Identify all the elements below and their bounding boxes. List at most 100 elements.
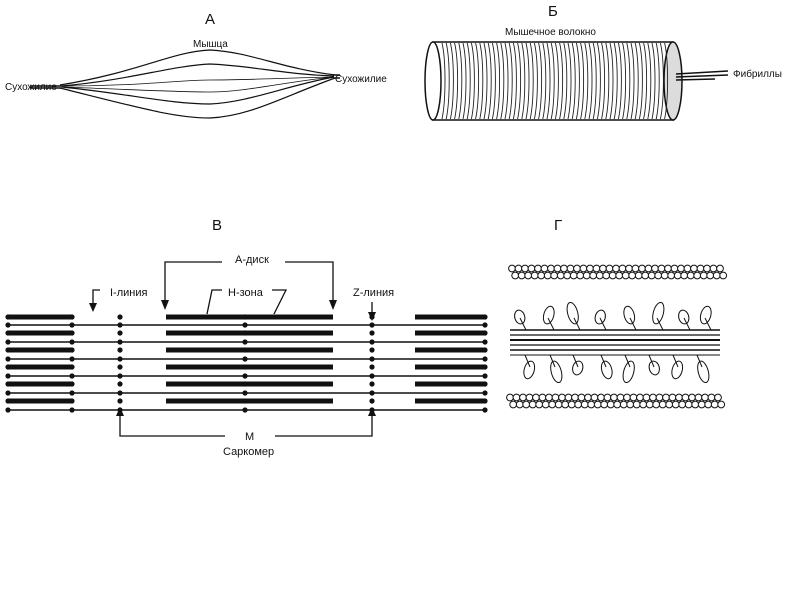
filament-junction-dot	[482, 314, 488, 320]
filament-junction-dot	[69, 398, 75, 404]
myosin-head	[697, 360, 710, 384]
actin-bead	[639, 400, 648, 409]
actin-bead	[554, 400, 563, 409]
actin-bead	[522, 400, 531, 409]
striation-line	[449, 42, 454, 120]
myosin-neck	[547, 317, 555, 331]
filament-junction-dot	[242, 373, 248, 379]
actin-bead	[528, 400, 537, 409]
actin-bead	[694, 393, 703, 402]
filament-junction-dot	[369, 339, 375, 345]
filament-junction-dot	[5, 364, 11, 370]
actin-bead	[691, 400, 700, 409]
actin-bead	[511, 271, 520, 280]
myosin-head	[600, 360, 613, 380]
actin-bead	[576, 271, 585, 280]
actin-bead	[527, 264, 536, 273]
striation-line	[580, 42, 585, 120]
myosin-head	[550, 360, 563, 384]
actin-bead	[662, 393, 670, 402]
filament-junction-dot	[369, 347, 375, 353]
actin-bead	[616, 393, 625, 402]
striation-line	[445, 42, 450, 120]
filament-junction-dot	[69, 330, 75, 336]
filament-junction-dot	[482, 407, 488, 413]
panel-g-letter: Г	[554, 217, 562, 234]
striation-line	[483, 42, 488, 120]
myosin-head	[542, 305, 555, 325]
actin-bead	[636, 393, 644, 402]
actin-bead	[645, 400, 654, 409]
filament-junction-dot	[369, 330, 375, 336]
actin-bead	[717, 400, 726, 409]
actin-bead	[580, 400, 589, 409]
sarcomere-label: Саркомер	[223, 446, 274, 458]
actin-bead	[701, 393, 709, 402]
striation-line	[651, 42, 656, 120]
filament-junction-dot	[482, 373, 488, 379]
actin-bead	[709, 264, 718, 273]
striation-line	[491, 42, 496, 120]
actin-bead	[693, 271, 702, 280]
actin-bead	[517, 271, 526, 280]
actin-bead	[532, 393, 540, 402]
striation-line	[487, 42, 492, 120]
actin-bead	[696, 264, 705, 273]
actin-bead	[599, 264, 607, 273]
filament-junction-dot	[369, 314, 375, 320]
striation-line	[559, 42, 564, 120]
striation-line	[533, 42, 538, 120]
filament-junction-dot	[117, 390, 123, 396]
myosin-head	[566, 301, 579, 325]
filament-junction-dot	[242, 347, 248, 353]
myosin-neck	[572, 354, 579, 368]
muscle-label: Мышца	[193, 39, 228, 50]
filament-junction-dot	[117, 314, 123, 320]
actin-bead	[567, 400, 576, 409]
actin-bead	[680, 271, 689, 280]
panel-a-muscle: А Мышца Сухожилие Сухожилие	[5, 11, 387, 119]
actin-bead	[547, 264, 555, 273]
actin-bead	[619, 400, 628, 409]
striation-line	[664, 42, 669, 120]
actin-bead	[564, 393, 573, 402]
striation-line	[655, 42, 660, 120]
myosin-neck	[549, 354, 556, 368]
muscle-fiber-label: Мышечное волокно	[505, 27, 596, 38]
actin-bead	[613, 400, 622, 409]
filament-junction-dot	[5, 339, 11, 345]
fibrils-bundle	[675, 70, 729, 81]
striation-line	[601, 42, 606, 120]
actin-bead	[719, 271, 728, 280]
filament-junction-dot	[5, 381, 11, 387]
filament-junction-dot	[482, 364, 488, 370]
myosin-filament	[510, 301, 720, 384]
actin-bead	[506, 393, 514, 402]
actin-bead	[556, 271, 565, 280]
striation-line	[454, 42, 459, 120]
filament-junction-dot	[117, 407, 123, 413]
striation-line	[529, 42, 534, 120]
striation-line	[517, 42, 522, 120]
striation-line	[638, 42, 643, 120]
actin-bead	[573, 264, 581, 273]
filament-junction-dot	[69, 390, 75, 396]
striation-line	[470, 42, 475, 120]
actin-bead	[714, 393, 722, 402]
filament-junction-dot	[5, 398, 11, 404]
striation-line	[500, 42, 505, 120]
actin-bead	[671, 400, 680, 409]
actin-bead	[686, 271, 695, 280]
filament-junction-dot	[242, 398, 248, 404]
actin-bead	[626, 400, 635, 409]
filament-junction-dot	[69, 322, 75, 328]
actin-bead	[563, 271, 572, 280]
actin-bead	[610, 393, 618, 402]
actin-bead	[657, 264, 666, 273]
filament-junction-dot	[69, 356, 75, 362]
actin-bead	[519, 393, 527, 402]
filament-junction-dot	[117, 381, 123, 387]
myosin-neck	[656, 317, 664, 331]
filament-junction-dot	[5, 322, 11, 328]
striation-line	[542, 42, 547, 120]
